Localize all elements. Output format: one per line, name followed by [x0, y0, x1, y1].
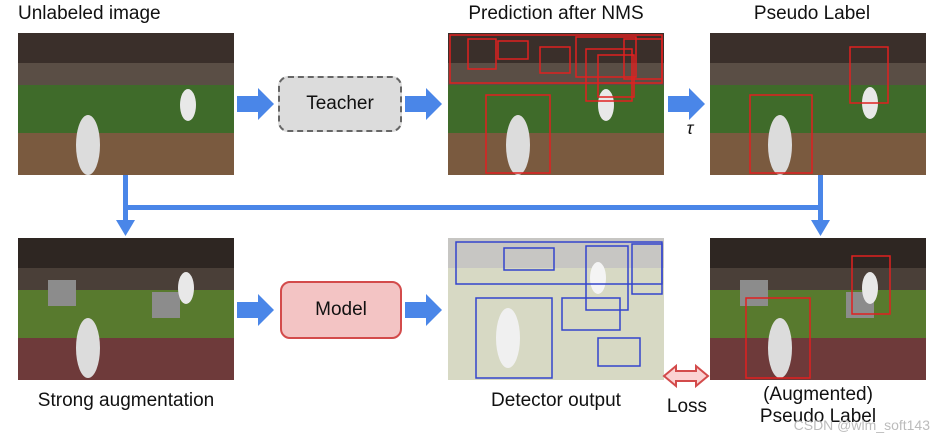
connector-horizontal: [123, 205, 823, 210]
teacher-module: Teacher: [278, 76, 402, 132]
prediction-image: [448, 33, 664, 175]
baseball-scene-6: [710, 238, 926, 380]
baseball-scene-5: [448, 238, 664, 380]
watermark: CSDN @wlm_soft143: [793, 417, 930, 433]
model-module: Model: [280, 281, 402, 339]
arrow-strong-to-model: [237, 294, 274, 326]
tau-threshold-label: τ: [686, 118, 694, 138]
unlabeled-image-label: Unlabeled image: [18, 3, 161, 24]
baseball-scene-3: [710, 33, 926, 175]
baseball-scene-1: [18, 33, 234, 175]
loss-double-arrow: [662, 363, 710, 389]
connector-left-vertical: [123, 175, 128, 223]
arrow-down-left: [116, 220, 135, 236]
strong-augmentation-label: Strong augmentation: [37, 390, 215, 411]
pseudo-label-label: Pseudo Label: [753, 3, 871, 24]
baseball-scene-2: [448, 33, 664, 175]
detector-output-image: [448, 238, 664, 380]
detector-output-label: Detector output: [491, 390, 621, 411]
arrow-teacher-to-prediction: [405, 88, 442, 120]
arrow-prediction-to-pseudo: [668, 88, 705, 120]
augmented-pseudo-label-image: [710, 238, 926, 380]
pseudo-label-image: [710, 33, 926, 175]
arrow-image-to-teacher: [237, 88, 274, 120]
augmented-label-line1: (Augmented): [763, 384, 873, 405]
connector-right-vertical: [818, 175, 823, 223]
augmented-label-line2: Pseudo Label: [759, 406, 877, 427]
prediction-label: Prediction after NMS: [468, 3, 644, 24]
strong-augmentation-image: [18, 238, 234, 380]
arrow-model-to-detector: [405, 294, 442, 326]
baseball-scene-4: [18, 238, 234, 380]
unlabeled-image: [18, 33, 234, 175]
arrow-down-right: [811, 220, 830, 236]
loss-label: Loss: [666, 396, 708, 417]
